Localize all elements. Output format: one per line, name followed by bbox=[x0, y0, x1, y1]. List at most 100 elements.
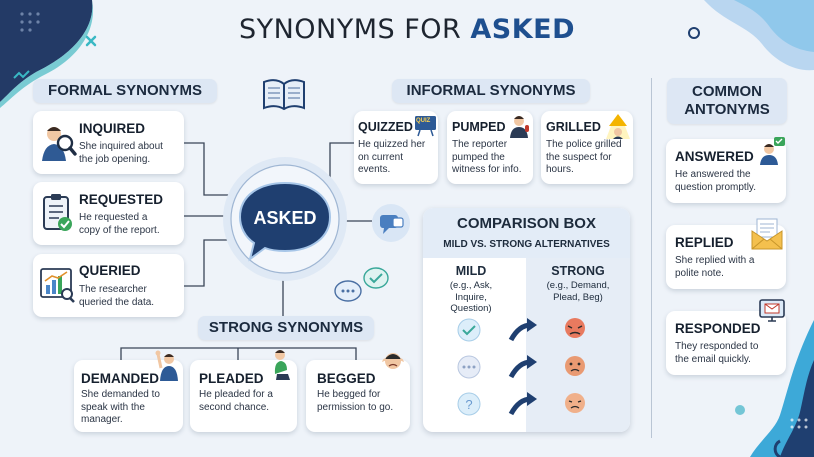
informal-word-3: GRILLED bbox=[546, 120, 601, 134]
example-line: manager. bbox=[81, 414, 123, 425]
example-line: second chance. bbox=[199, 401, 270, 413]
quiz-badge-text: QUIZ bbox=[416, 118, 431, 124]
formal-word-1: INQUIRED bbox=[79, 121, 146, 136]
interrogation-lamp-icon bbox=[606, 114, 630, 139]
strong-examples: (e.g., Demand,Plead, Beg) bbox=[526, 280, 630, 303]
example-line: the suspect for bbox=[546, 151, 612, 163]
chart-magnifier-icon bbox=[40, 268, 75, 303]
raised-fist-person-icon bbox=[155, 350, 178, 381]
example-line: He requested a bbox=[79, 212, 148, 223]
strong-heading: STRONG bbox=[551, 264, 605, 278]
quiz-board-icon bbox=[415, 116, 436, 137]
example-line: copy of the report. bbox=[79, 224, 160, 236]
page-title: SYNONYMS FOR ASKED bbox=[238, 14, 576, 45]
formal-synonyms-heading: FORMAL SYNONYMS bbox=[33, 79, 217, 103]
example-line: She demanded to bbox=[81, 389, 160, 400]
informal-word-1: QUIZZED bbox=[358, 120, 413, 134]
clipboard-check-icon bbox=[43, 194, 72, 231]
example-line: queried the data. bbox=[79, 296, 155, 308]
comparison-header bbox=[423, 208, 630, 258]
answer-person-icon bbox=[760, 137, 785, 165]
comparison-rows: ? bbox=[457, 318, 585, 416]
example-line: He quizzed her bbox=[358, 139, 426, 150]
top-left-decoration bbox=[0, 0, 97, 108]
example-line: permission to go. bbox=[317, 401, 394, 413]
example-line: events. bbox=[358, 164, 391, 175]
center-label: ASKED bbox=[253, 208, 317, 228]
email-monitor-icon bbox=[759, 299, 785, 322]
example-line: the job opening. bbox=[79, 153, 151, 165]
envelope-icon bbox=[751, 218, 783, 250]
mild-dots-icon bbox=[457, 355, 481, 379]
example-line: He answered the bbox=[675, 169, 751, 180]
column-separator bbox=[651, 78, 652, 438]
strong-word-3: BEGGED bbox=[317, 371, 376, 386]
example-line: question promptly. bbox=[675, 181, 756, 193]
example-line: pumped the bbox=[452, 151, 505, 163]
speech-bubble-icon bbox=[372, 204, 410, 242]
example-line: hours. bbox=[546, 164, 574, 175]
kneeling-person-icon bbox=[274, 350, 290, 380]
open-book-icon bbox=[263, 79, 305, 111]
example-line: on current bbox=[358, 151, 404, 163]
center-hub bbox=[223, 157, 347, 281]
example-line: The police grilled bbox=[546, 139, 622, 150]
example-line: She inquired about bbox=[79, 141, 163, 152]
comparison-title: COMPARISON BOX bbox=[457, 215, 596, 232]
example-line: He pleaded for a bbox=[199, 389, 273, 400]
distressed-person-icon bbox=[382, 353, 404, 369]
svg-text:?: ? bbox=[465, 397, 472, 412]
angry-face-icon bbox=[565, 318, 585, 338]
example-line: polite note. bbox=[675, 267, 724, 279]
top-right-decoration bbox=[688, 0, 814, 71]
strong-synonyms-heading: STRONG SYNONYMS bbox=[198, 316, 374, 340]
example-line: She replied with a bbox=[675, 255, 755, 266]
example-line: The researcher bbox=[79, 284, 147, 295]
mild-check-icon bbox=[457, 318, 481, 342]
example-line: speak with the bbox=[81, 401, 145, 413]
mild-examples: (e.g., Ask,Inquire,Question) bbox=[423, 280, 519, 315]
antonym-word-2: REPLIED bbox=[675, 235, 734, 250]
mild-heading: MILD bbox=[455, 264, 487, 278]
pleading-face-icon bbox=[565, 356, 585, 376]
example-line: witness for info. bbox=[452, 164, 522, 175]
strong-word-2: PLEADED bbox=[199, 371, 264, 386]
formal-word-2: REQUESTED bbox=[79, 192, 164, 207]
strong-line: (e.g., Demand, bbox=[546, 280, 610, 291]
title-emphasis: ASKED bbox=[470, 14, 576, 45]
comparison-box: COMPARISON BOX MILD VS. STRONG ALTERNATI… bbox=[423, 208, 630, 432]
chat-bubbles-icon bbox=[334, 267, 389, 302]
reporter-person-icon bbox=[510, 116, 529, 138]
example-line: He begged for bbox=[317, 389, 381, 400]
example-line: They responded to bbox=[675, 341, 759, 352]
informal-word-2: PUMPED bbox=[452, 120, 506, 134]
bottom-right-decoration bbox=[735, 320, 814, 457]
antonym-word-3: RESPONDED bbox=[675, 321, 761, 336]
example-line: the email quickly. bbox=[675, 353, 751, 365]
antonyms-heading-text: COMMON ANTONYMS bbox=[684, 83, 770, 118]
formal-word-3: QUERIED bbox=[79, 263, 141, 278]
informal-synonyms-heading: INFORMAL SYNONYMS bbox=[392, 79, 590, 103]
common-antonyms-heading: COMMON ANTONYMS bbox=[667, 78, 787, 124]
